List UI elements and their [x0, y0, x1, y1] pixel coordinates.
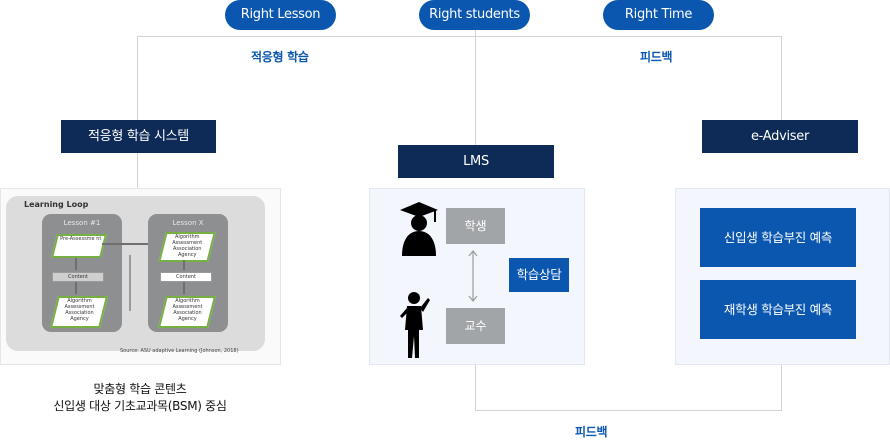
top-connector-line	[137, 36, 782, 37]
counseling-box: 학습상담	[509, 258, 569, 292]
freshman-prediction-box: 신입생 학습부진 예측	[700, 208, 856, 267]
algorithm-text-top-x: Algorithm Assessment Association Agency	[172, 234, 203, 258]
left-vertical-line	[137, 36, 138, 120]
bottom-right-line	[781, 364, 782, 411]
pre-assessment-box: Pre-Assessme nt	[51, 234, 107, 258]
graduate-student-icon	[400, 202, 438, 256]
right-lesson-pill: Right Lesson	[225, 0, 336, 30]
adaptive-learning-label: 적응형 학습	[251, 50, 309, 64]
learning-content-caption: 맞춤형 학습 콘텐츠 신입생 대상 기초교과목(BSM) 중심	[20, 381, 260, 415]
learning-loop-source: Source: ASU adaptive Learning (Johnson, …	[120, 348, 239, 354]
right-vertical-line	[781, 36, 782, 120]
algorithm-box-x: Algorithm Assessment Association Agency	[158, 296, 216, 328]
content-bar-x: Content	[160, 272, 212, 282]
feedback-top-label: 피드백	[640, 50, 673, 64]
algorithm-box-top-x: Algorithm Assessment Association Agency	[158, 232, 216, 262]
caption-line-1: 맞춤형 학습 콘텐츠	[93, 382, 187, 396]
left-vertical-line-lower	[137, 152, 138, 188]
enrolled-prediction-box: 재학생 학습부진 예측	[700, 280, 856, 339]
content-bar-1: Content	[52, 272, 104, 282]
lesson-1-label: Lesson #1	[63, 219, 101, 227]
learning-loop-title: Learning Loop	[24, 200, 89, 209]
bottom-center-line	[475, 364, 476, 411]
down-arrow-1	[75, 258, 77, 270]
adaptive-system-node: 적응형 학습 시스템	[61, 120, 216, 153]
loop-return-line	[129, 255, 131, 311]
down-arrow-2	[75, 282, 77, 294]
professor-icon	[400, 292, 430, 358]
caption-line-2: 신입생 대상 기초교과목(BSM) 중심	[53, 399, 227, 413]
down-arrow-4	[183, 282, 185, 294]
feedback-bottom-label: 피드백	[575, 425, 608, 439]
professor-box: 교수	[446, 308, 505, 344]
algorithm-text-1: Algorithm Assessment Association Agency	[64, 298, 95, 322]
algorithm-box-1: Algorithm Assessment Association Agency	[50, 296, 108, 328]
lms-node: LMS	[398, 145, 554, 178]
student-box: 학생	[446, 208, 505, 244]
e-adviser-node: e-Adviser	[702, 120, 858, 153]
algorithm-text-x: Algorithm Assessment Association Agency	[172, 298, 203, 322]
right-time-pill: Right Time	[603, 0, 714, 30]
center-vertical-line	[475, 30, 476, 145]
lesson-link-arrow	[102, 243, 148, 245]
lesson-x-label: Lesson X	[172, 219, 204, 227]
bottom-connector-line	[475, 410, 782, 411]
down-arrow-3	[183, 260, 185, 270]
pre-assessment-text: Pre-Assessme nt	[60, 236, 102, 242]
right-students-pill: Right students	[419, 0, 530, 30]
bidirectional-arrow-icon	[468, 250, 478, 302]
